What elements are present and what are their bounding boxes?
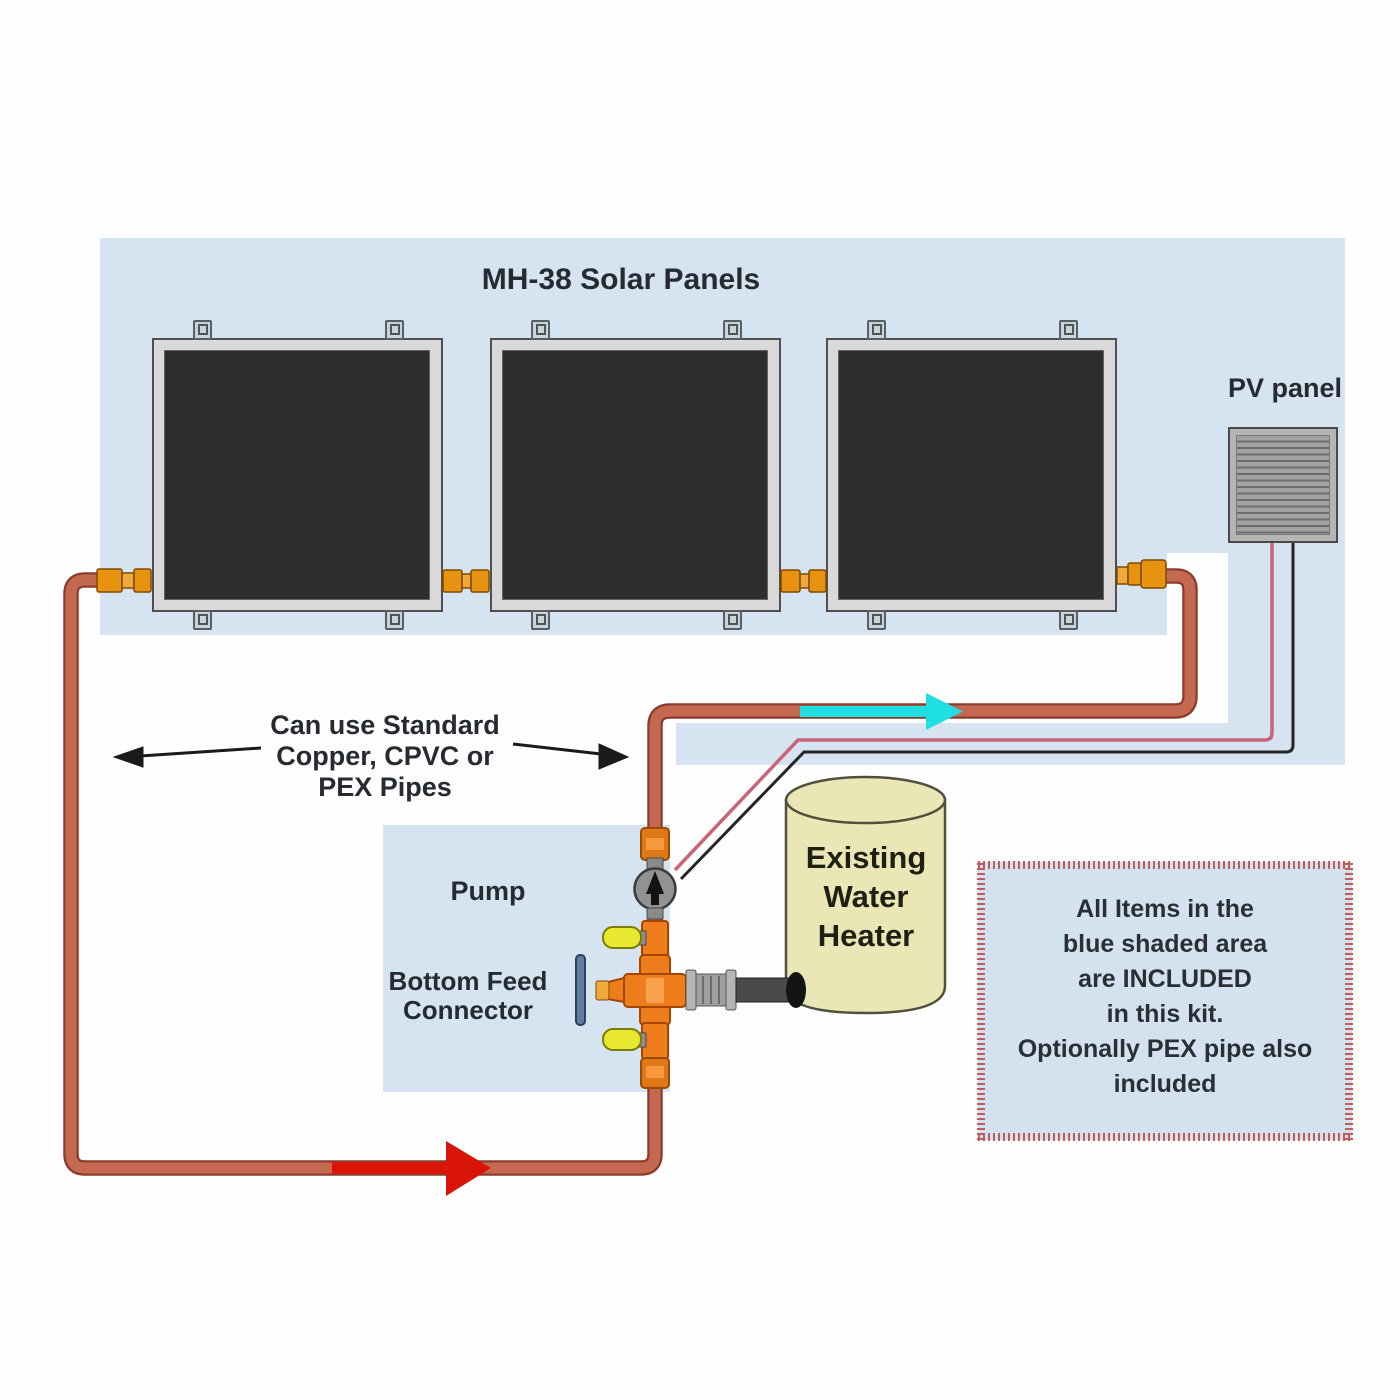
panel-fitting-1-2 — [442, 569, 490, 593]
valve-handle-lower — [602, 1028, 642, 1051]
heater-line3: Heater — [817, 918, 915, 953]
mount-tab-icon — [385, 320, 404, 340]
absorber-surface — [164, 350, 430, 600]
solar-panel-1 — [152, 320, 443, 630]
kit-note-line2: blue shaded area — [1062, 930, 1268, 958]
pv-panel — [1228, 427, 1338, 543]
pipes-note-line1: Can use Standard — [270, 710, 500, 740]
mount-tab-icon — [531, 320, 550, 340]
panel-fitting-left — [96, 568, 152, 593]
gate-valve-handle — [575, 954, 586, 1026]
kit-note-box: All Items in the blue shaded area are IN… — [977, 861, 1353, 1141]
water-heater-label: Existing Water Heater — [786, 838, 946, 955]
pv-panel-louvers — [1236, 435, 1330, 535]
pv-wires — [673, 543, 1295, 881]
shaded-area-wire-band — [676, 723, 1345, 765]
kit-box-border-top — [978, 861, 1352, 869]
shaded-area-right-strip — [1228, 635, 1345, 723]
kit-box-border-right — [1345, 862, 1353, 1140]
kit-note-line1: All Items in the — [1076, 895, 1254, 923]
mount-tab-icon — [723, 320, 742, 340]
heater-line2: Water — [823, 879, 909, 914]
pipe-return-loop — [63, 572, 663, 1176]
solar-panel-2 — [490, 320, 781, 630]
absorber-surface — [838, 350, 1104, 600]
pipes-note-line3: PEX Pipes — [318, 772, 452, 802]
pump-and-connector-assembly — [575, 827, 806, 1089]
hot-flow-arrow — [332, 1141, 491, 1196]
pipes-note-arrows — [112, 742, 630, 770]
kit-box-border-bottom — [978, 1133, 1352, 1141]
pipes-note: Can use Standard Copper, CPVC or PEX Pip… — [235, 710, 535, 803]
mount-tab-icon — [1059, 610, 1078, 630]
mount-tab-icon — [723, 610, 742, 630]
valve-handle-upper — [602, 926, 642, 949]
kit-note-line5: Optionally PEX pipe also — [1017, 1035, 1313, 1063]
mount-tab-icon — [1059, 320, 1078, 340]
mount-tab-icon — [867, 610, 886, 630]
bottom-feed-line2: Connector — [403, 995, 533, 1025]
bottom-feed-label: Bottom Feed Connector — [368, 967, 568, 1025]
pv-panel-label: PV panel — [1227, 373, 1343, 403]
heater-line1: Existing — [805, 840, 927, 875]
pump-label: Pump — [450, 876, 526, 906]
bottom-feed-line1: Bottom Feed — [388, 966, 548, 996]
mount-tab-icon — [385, 610, 404, 630]
pipe-supply-run — [647, 568, 1198, 835]
mount-tab-icon — [193, 320, 212, 340]
pv-wire-red — [673, 543, 1274, 872]
kit-box-border-left — [977, 862, 985, 1140]
panel-fitting-right — [1116, 559, 1167, 589]
absorber-surface — [502, 350, 768, 600]
mount-tab-icon — [531, 610, 550, 630]
kit-note-line3: are INCLUDED — [1078, 965, 1252, 993]
mount-tab-icon — [867, 320, 886, 340]
solar-panel-3 — [826, 320, 1117, 630]
kit-note-line6: included — [1113, 1070, 1217, 1098]
panel-fitting-2-3 — [780, 569, 827, 593]
diagram-title: MH-38 Solar Panels — [481, 263, 761, 296]
arrow-left-icon — [112, 746, 144, 768]
pv-wire-black — [679, 543, 1295, 881]
pipes-note-line2: Copper, CPVC or — [276, 741, 494, 771]
kit-note-line4: in this kit. — [1106, 1000, 1224, 1028]
cold-flow-arrow — [800, 693, 963, 730]
kit-note-text: All Items in the blue shaded area are IN… — [986, 892, 1344, 1102]
mount-tab-icon — [193, 610, 212, 630]
heater-feed-pipe — [735, 977, 793, 1003]
arrow-right-icon — [598, 743, 630, 770]
water-heater — [784, 775, 947, 1015]
